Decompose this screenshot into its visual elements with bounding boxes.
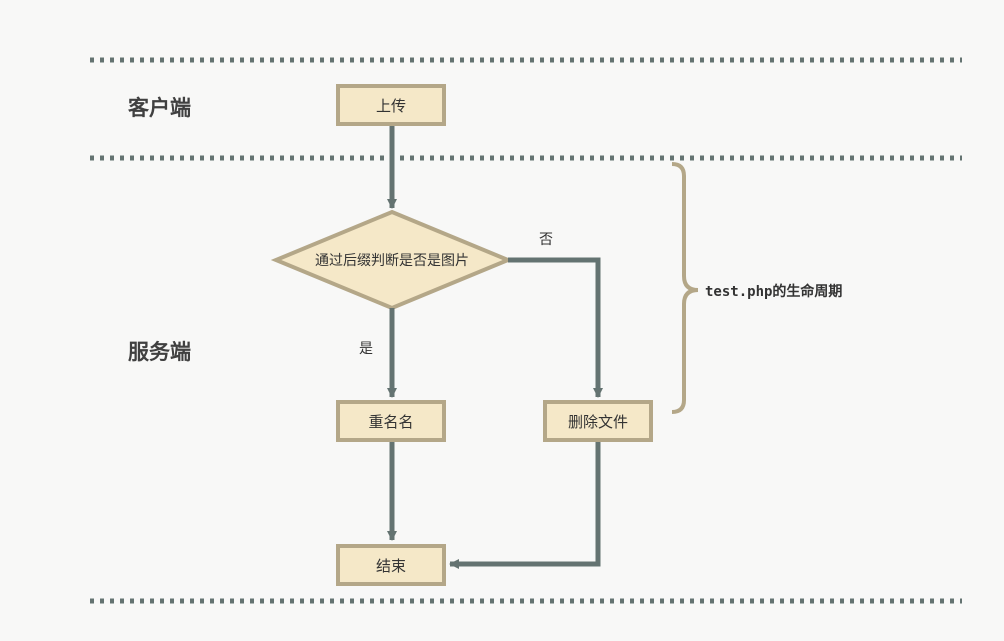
node-delete-file: 删除文件 [543,400,653,442]
edge-delete-to-end [449,441,601,569]
lifecycle-annotation: test.php的生命周期 [705,284,843,300]
edge-label-no: 否 [539,232,553,248]
edge-label-yes: 是 [359,341,373,357]
edge-decision-no-to-delete [508,257,603,398]
node-check-extension: 通过后缀判断是否是图片 [315,253,469,269]
node-upload: 上传 [336,84,446,126]
lane-label-server: 服务端 [128,340,191,364]
node-end: 结束 [336,544,446,586]
lifecycle-brace [671,162,699,414]
lane-label-client: 客户端 [128,96,191,120]
node-rename: 重名名 [336,400,446,442]
